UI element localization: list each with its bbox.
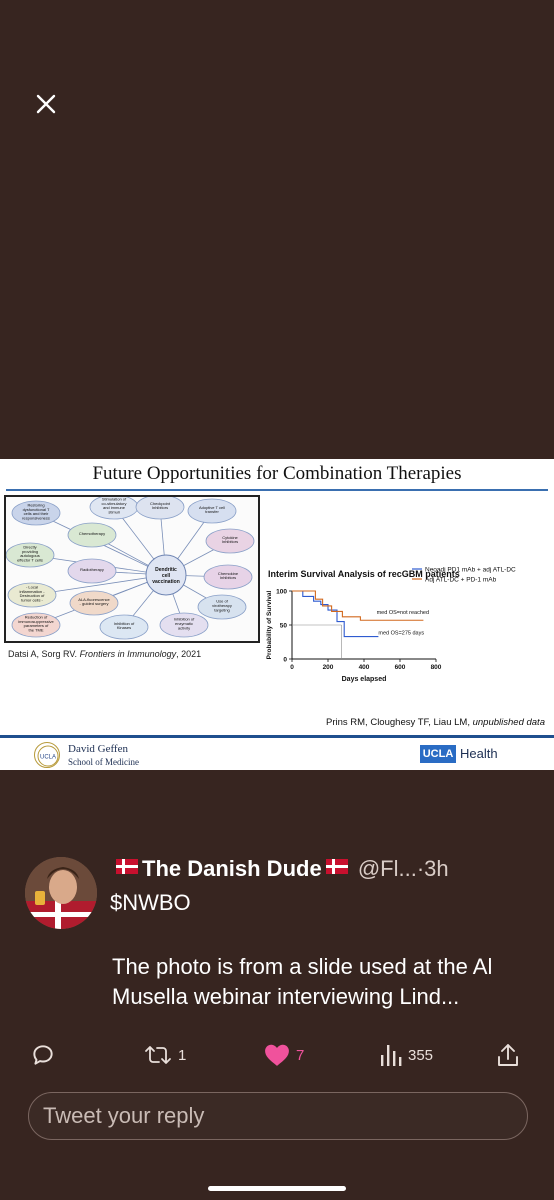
series-line-2: [292, 590, 424, 621]
y-tick-label: 50: [280, 623, 288, 630]
y-axis-label: Probability of Survival: [266, 590, 273, 659]
series-line-1: [292, 590, 379, 638]
x-tick-label: 600: [395, 664, 406, 671]
diagram-node: [5, 542, 55, 568]
legend-label: Adj ATL-DC + PD-1 mAb: [425, 577, 497, 584]
chart-attribution: Prins RM, Cloughesy TF, Liau LM, unpubli…: [326, 717, 545, 728]
reply-input[interactable]: [28, 1092, 528, 1140]
citation-authors: Datsi A, Sorg RV.: [8, 649, 78, 659]
close-icon: [36, 94, 56, 114]
avatar[interactable]: [25, 857, 97, 929]
school-subtitle: School of Medicine: [68, 757, 139, 767]
ucla-health-label: Health: [460, 746, 498, 761]
diagram-node: [11, 500, 61, 526]
slide-title: Future Opportunities for Combination The…: [92, 463, 462, 484]
retweet-icon: [145, 1046, 171, 1064]
avatar-image: [25, 857, 97, 929]
attribution-note: unpublished data: [472, 717, 545, 728]
diagram-node: [203, 564, 253, 590]
tweet-actions: 1 7 355: [30, 1038, 530, 1072]
diagram-node: [187, 498, 237, 524]
chart-title: Interim Survival Analysis of recGBM pati…: [268, 569, 460, 579]
reply-button[interactable]: [30, 1038, 62, 1072]
legend-label: Neoadj PD1 mAb + adj ATL-DC: [425, 567, 516, 574]
y-tick-label: 100: [276, 589, 287, 596]
home-indicator: [208, 1186, 346, 1191]
citation-year: , 2021: [176, 649, 202, 659]
danish-flag-icon: [116, 859, 138, 874]
annotation-275-days: med OS=275 days: [378, 631, 424, 637]
user-handle[interactable]: @Fl...: [357, 856, 417, 881]
attribution-authors: Prins RM, Cloughesy TF, Liau LM,: [326, 717, 470, 728]
share-button[interactable]: [496, 1038, 520, 1072]
like-count: 7: [296, 1046, 305, 1064]
footer-divider: [0, 735, 554, 738]
diagram-node-label: Chemotherapy: [79, 531, 105, 536]
diagram-node-label: ALA-fluorescence- guided surgery: [78, 597, 110, 606]
slide-image[interactable]: Future Opportunities for Combination The…: [0, 459, 554, 770]
x-axis-label: Days elapsed: [342, 676, 387, 683]
diagram-node: [69, 590, 119, 616]
tweet-ticker: $NWBO: [110, 890, 191, 915]
x-tick-label: 400: [359, 664, 370, 671]
share-icon: [498, 1044, 518, 1066]
x-tick-label: 0: [290, 664, 294, 671]
annotation-not-reached: med OS=not reached: [377, 610, 429, 616]
diagram-node: [67, 558, 117, 584]
x-tick-label: 800: [431, 664, 442, 671]
school-name: David Geffen: [68, 743, 128, 755]
geffen-seal-icon: UCLA: [34, 742, 60, 768]
reply-icon: [33, 1045, 53, 1065]
diagram-node: [11, 612, 61, 638]
diagram-node: [159, 612, 209, 638]
display-name[interactable]: The Danish Dude: [142, 856, 322, 881]
tweet-header: The Danish Dude @Fl...·3h: [112, 856, 542, 882]
danish-flag-icon: [325, 859, 348, 874]
close-button[interactable]: [28, 86, 64, 122]
diagram-node: [99, 614, 149, 640]
views-button[interactable]: 355: [380, 1038, 433, 1072]
x-tick-label: 200: [323, 664, 334, 671]
diagram-node: [67, 522, 117, 548]
like-button[interactable]: 7: [264, 1038, 304, 1072]
tweet-time: ·3h: [416, 856, 449, 881]
views-chart-icon: [381, 1045, 402, 1066]
diagram-center-node: [145, 554, 187, 596]
diagram-node: [205, 528, 255, 554]
citation-journal: Frontiers in Immunology: [79, 649, 177, 659]
tweet-text[interactable]: The photo is from a slide used at the Al…: [112, 954, 493, 1009]
diagram-node-label: Radiotherapy: [80, 567, 104, 572]
ucla-logo: UCLA: [420, 745, 456, 763]
retweet-button[interactable]: 1: [144, 1038, 186, 1072]
diagram-node: [197, 594, 247, 620]
diagram-citation: Datsi A, Sorg RV. Frontiers in Immunolog…: [8, 649, 201, 659]
retweet-count: 1: [178, 1046, 187, 1064]
heart-icon: [265, 1044, 289, 1066]
diagram-node: [7, 582, 57, 608]
views-count: 355: [408, 1046, 434, 1064]
seal-text: UCLA: [40, 755, 56, 761]
y-tick-label: 0: [283, 657, 287, 664]
title-divider: [6, 489, 548, 491]
